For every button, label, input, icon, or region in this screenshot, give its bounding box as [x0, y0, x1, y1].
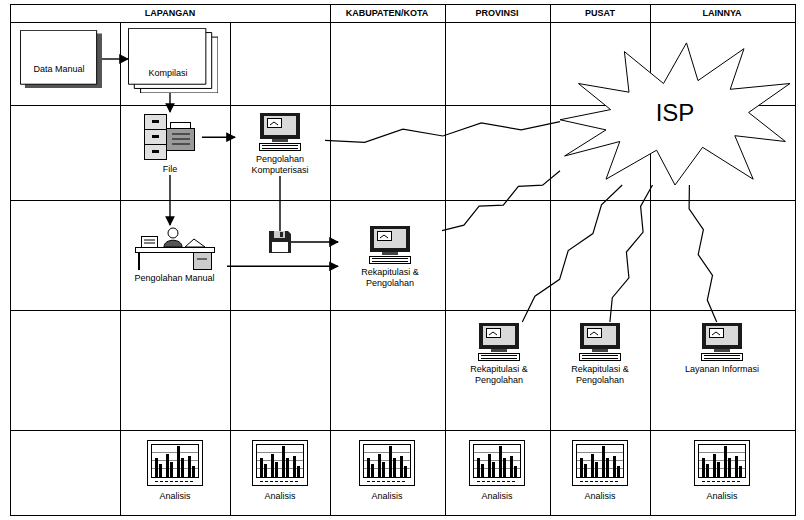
computer-icon	[477, 322, 521, 362]
node-label: Kompilasi	[132, 68, 204, 79]
column-header-cell: KABUPATEN/KOTA	[327, 8, 447, 19]
node-label: Rekapitulasi & Pengolahan	[452, 364, 546, 386]
lightning-link	[689, 185, 717, 322]
document-shape: Data Manual	[20, 30, 102, 88]
column-header-cell: LAPANGAN	[110, 8, 230, 19]
isp-burst: ISP	[560, 40, 790, 185]
node-label: Pengolahan Komputerisasi	[235, 154, 325, 176]
computer-icon	[258, 112, 302, 152]
column-header: KABUPATEN/KOTA	[327, 8, 447, 19]
computer-station: Pengolahan Komputerisasi	[235, 112, 325, 176]
node-label: File	[138, 164, 202, 175]
chart-caption: Analisis	[540, 491, 660, 502]
file-cabinet-icon	[142, 112, 198, 162]
grid-lines	[10, 4, 796, 516]
file-cabinet: File	[138, 112, 202, 175]
document-stack: Kompilasi	[128, 28, 218, 93]
node-label: Layanan Informasi	[660, 364, 784, 375]
chart-caption-cell: Analisis	[662, 491, 782, 502]
chart-caption: Analisis	[115, 491, 235, 502]
chart-caption: Analisis	[327, 491, 447, 502]
lightning-link	[522, 185, 622, 322]
node-label: Pengolahan Manual	[122, 273, 227, 284]
manual-desk: Pengolahan Manual	[122, 225, 227, 284]
column-header-cell: PUSAT	[540, 8, 660, 19]
flow-arrow	[102, 58, 128, 59]
column-header: LAPANGAN	[110, 8, 230, 19]
chart-caption: Analisis	[437, 491, 557, 502]
flow-arrow	[169, 175, 170, 225]
computer-icon	[700, 322, 744, 362]
flow-arrow	[227, 266, 338, 267]
node-label: Rekapitulasi & Pengolahan	[553, 364, 647, 386]
manual-desk-icon	[133, 225, 217, 271]
chart-caption-cell: Analisis	[220, 491, 340, 502]
node-label: Rekapitulasi & Pengolahan	[338, 267, 442, 289]
column-header: LAINNYA	[662, 8, 782, 19]
chart-caption-cell: Analisis	[115, 491, 235, 502]
lightning-link	[610, 185, 653, 322]
document-stack-outline	[128, 28, 218, 93]
computer-station: Rekapitulasi & Pengolahan	[553, 322, 647, 386]
chart-caption-cell: Analisis	[437, 491, 557, 502]
computer-station: Rekapitulasi & Pengolahan	[452, 322, 546, 386]
chart-caption: Analisis	[662, 491, 782, 502]
chart-caption-cell: Analisis	[540, 491, 660, 502]
floppy-disk	[268, 230, 292, 254]
chart-caption: Analisis	[220, 491, 340, 502]
computer-icon	[368, 225, 412, 265]
computer-station: Layanan Informasi	[660, 322, 784, 375]
computer-icon	[578, 322, 622, 362]
flow-arrow	[169, 93, 170, 112]
column-header: PUSAT	[540, 8, 660, 19]
lightning-link	[325, 122, 560, 143]
flow-arrow	[202, 136, 235, 137]
document-outline	[20, 30, 102, 88]
burst-label: ISP	[656, 99, 695, 127]
node-label: Data Manual	[24, 64, 94, 75]
analysis-charts	[148, 441, 750, 486]
lightning-link	[442, 171, 560, 231]
computer-station: Rekapitulasi & Pengolahan	[338, 225, 442, 289]
chart-caption-cell: Analisis	[327, 491, 447, 502]
column-header-cell: PROVINSI	[437, 8, 557, 19]
column-header-cell: LAINNYA	[662, 8, 782, 19]
column-header: PROVINSI	[437, 8, 557, 19]
